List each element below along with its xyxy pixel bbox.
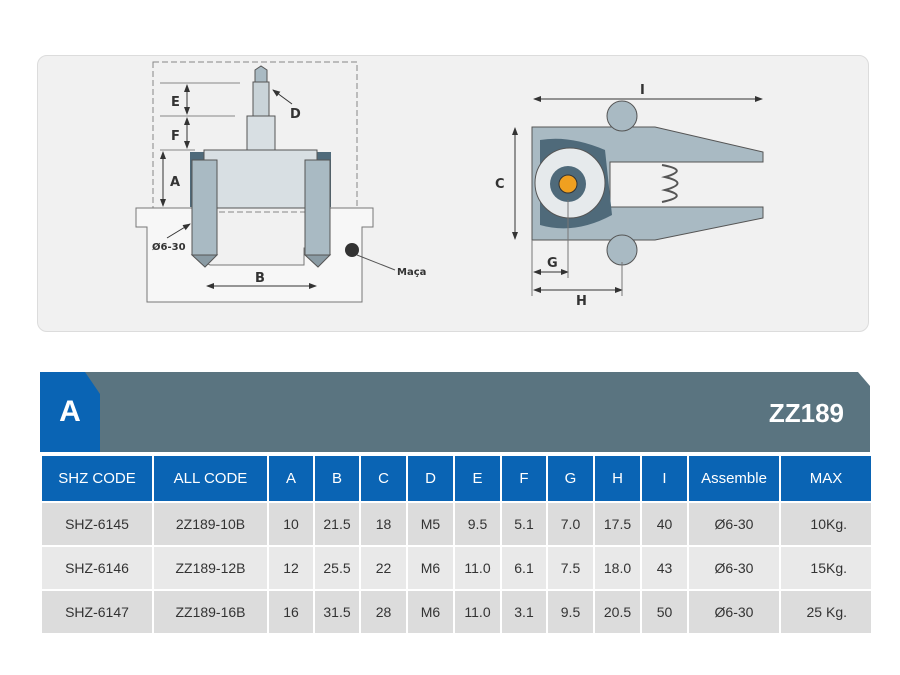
table-cell: SHZ-6147 xyxy=(40,589,154,635)
column-header: F xyxy=(500,456,548,503)
table-cell: 18 xyxy=(359,501,408,547)
table-cell: M6 xyxy=(406,589,455,635)
maca-label: Maça xyxy=(397,267,426,278)
table-cell: 25.5 xyxy=(313,545,361,591)
table-cell: ZZ189-16B xyxy=(152,589,269,635)
table-cell: 20.5 xyxy=(593,589,642,635)
dim-g-label: G xyxy=(547,256,558,271)
dim-h-label: H xyxy=(576,294,587,309)
column-header: G xyxy=(546,456,595,503)
technical-drawings: E F A D B Ø6-30 Maça I C G H xyxy=(135,61,764,309)
column-header: ALL CODE xyxy=(152,456,269,503)
dim-b-label: B xyxy=(255,271,265,286)
table-cell: M6 xyxy=(406,545,455,591)
dim-f-label: F xyxy=(171,129,180,144)
column-header: B xyxy=(313,456,361,503)
table-cell: ZZ189-12B xyxy=(152,545,269,591)
product-title: ZZ189 xyxy=(768,398,844,428)
table-cell: 18.0 xyxy=(593,545,642,591)
section-letter: A xyxy=(59,395,81,428)
diameter-label: Ø6-30 xyxy=(152,241,186,253)
column-header: D xyxy=(406,456,455,503)
dim-e-label: E xyxy=(171,95,180,110)
table-cell: Ø6-30 xyxy=(687,545,781,591)
table-cell: 15Kg. xyxy=(779,545,873,591)
table-cell: 21.5 xyxy=(313,501,361,547)
table-cell: 12 xyxy=(267,545,315,591)
table-cell: 9.5 xyxy=(453,501,502,547)
table-cell: SHZ-6146 xyxy=(40,545,154,591)
column-header: E xyxy=(453,456,502,503)
table-cell: 10 xyxy=(267,501,315,547)
right-drawing: I C G H xyxy=(495,83,764,309)
table-cell: 25 Kg. xyxy=(779,589,873,635)
table-cell: 43 xyxy=(640,545,689,591)
table-cell: 40 xyxy=(640,501,689,547)
table-cell: 9.5 xyxy=(546,589,595,635)
column-header: Assemble xyxy=(687,456,781,503)
dim-c-label: C xyxy=(495,177,505,192)
table-cell: 31.5 xyxy=(313,589,361,635)
table-cell: 50 xyxy=(640,589,689,635)
table-cell: Ø6-30 xyxy=(687,501,781,547)
product-banner: A ZZ189 xyxy=(40,372,870,452)
column-header: C xyxy=(359,456,408,503)
table-cell: 10Kg. xyxy=(779,501,873,547)
table-cell: 5.1 xyxy=(500,501,548,547)
table-cell: SHZ-6145 xyxy=(40,501,154,547)
table-cell: 3.1 xyxy=(500,589,548,635)
table-cell: 6.1 xyxy=(500,545,548,591)
table-cell: 28 xyxy=(359,589,408,635)
table-cell: 2Z189-10B xyxy=(152,501,269,547)
dim-i-label: I xyxy=(640,83,645,98)
column-header: MAX xyxy=(779,456,873,503)
table-cell: 17.5 xyxy=(593,501,642,547)
table-cell: Ø6-30 xyxy=(687,589,781,635)
table-cell: M5 xyxy=(406,501,455,547)
dim-a-label: A xyxy=(170,175,180,190)
table-cell: 7.5 xyxy=(546,545,595,591)
column-header: SHZ CODE xyxy=(40,456,154,503)
column-header: I xyxy=(640,456,689,503)
table-cell: 16 xyxy=(267,589,315,635)
column-header: A xyxy=(267,456,315,503)
column-header: H xyxy=(593,456,642,503)
table-cell: 22 xyxy=(359,545,408,591)
table-cell: 11.0 xyxy=(453,589,502,635)
dim-d-label: D xyxy=(290,107,301,122)
table-cell: 7.0 xyxy=(546,501,595,547)
table-cell: 11.0 xyxy=(453,545,502,591)
left-drawing: E F A D B Ø6-30 Maça xyxy=(135,61,426,303)
